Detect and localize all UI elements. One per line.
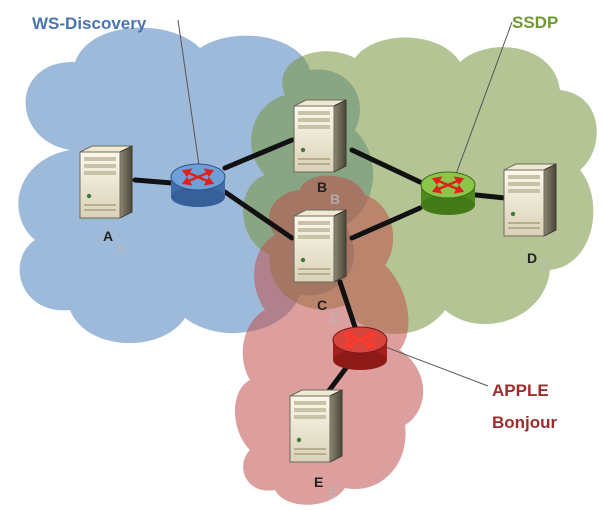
apple-title-line2: Bonjour <box>492 413 558 432</box>
link-ws-c <box>222 189 295 241</box>
ssdp-title: SSDP <box>512 13 558 32</box>
apple-title-line1: APPLE <box>492 381 549 400</box>
server-b <box>293 99 347 173</box>
apple-bonjour-zone <box>235 175 424 505</box>
link-ws-b <box>222 137 295 171</box>
server-icon <box>289 389 343 463</box>
link-c-apple <box>337 279 359 333</box>
router-icon <box>332 326 388 370</box>
link-a-ws <box>132 177 175 186</box>
server-a-label-reflection: A <box>116 241 126 257</box>
server-d-label: D <box>527 250 537 266</box>
server-c <box>293 209 347 283</box>
server-icon <box>79 145 133 219</box>
server-d-label-reflection: D <box>540 258 550 274</box>
server-icon <box>293 209 347 283</box>
server-c-label: C <box>317 297 327 313</box>
network-links <box>132 137 508 399</box>
link-c-ssdp <box>349 205 423 241</box>
apple-bonjour-cloud <box>235 175 424 505</box>
server-b-label: B <box>317 179 327 195</box>
link-ssdp-d <box>473 192 508 201</box>
router-icon <box>420 171 476 215</box>
ssdp-pointer-line <box>451 21 513 186</box>
ssdp-router <box>420 171 476 215</box>
server-a-label: A <box>103 228 113 244</box>
server-c-label-reflection: C <box>330 310 340 326</box>
server-d <box>503 163 557 237</box>
ws-discovery-router <box>170 163 226 207</box>
server-icon <box>293 99 347 173</box>
link-b-ssdp <box>349 147 423 185</box>
server-e-label: E <box>314 474 323 490</box>
router-icon <box>170 163 226 207</box>
server-e <box>289 389 343 463</box>
ws-pointer-line <box>177 19 201 173</box>
apple-bonjour-router <box>332 326 388 370</box>
server-b-label-reflection: B <box>330 191 340 207</box>
server-a <box>79 145 133 219</box>
ws-discovery-title: WS-Discovery <box>32 14 147 33</box>
server-e-label-reflection: E <box>328 484 337 500</box>
server-icon <box>503 163 557 237</box>
